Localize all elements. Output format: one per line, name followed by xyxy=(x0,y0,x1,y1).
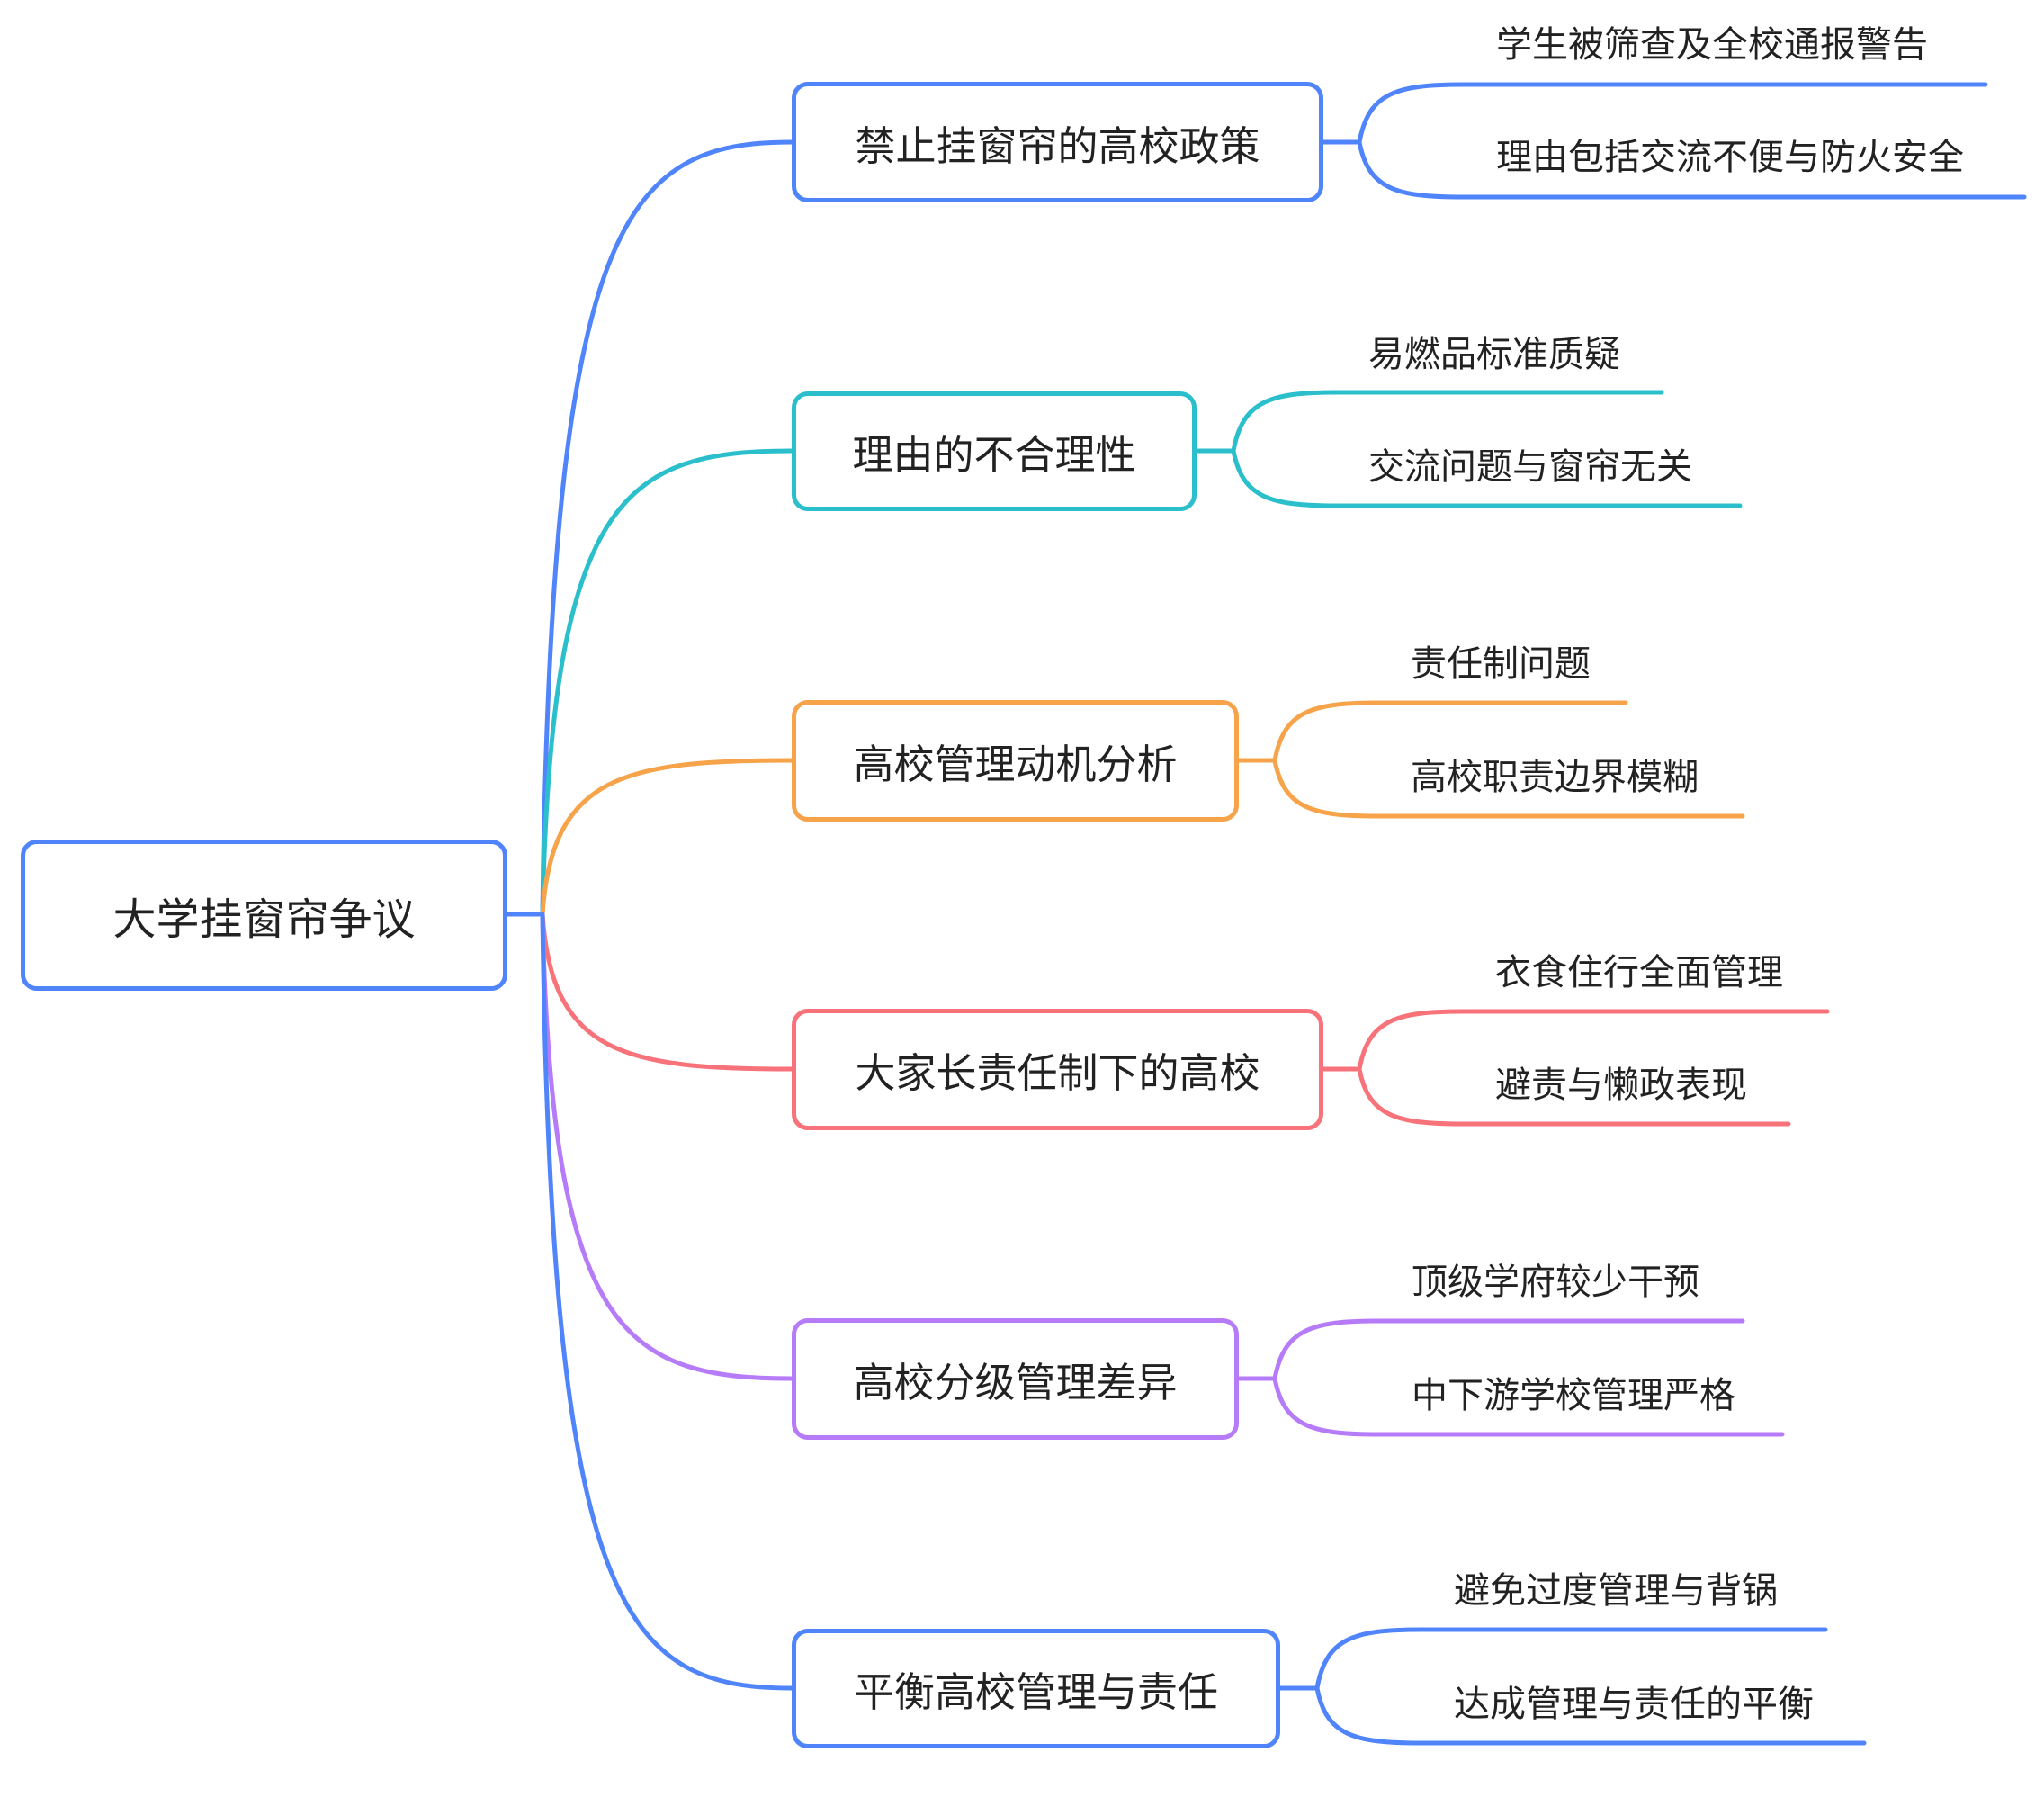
topic-label: 平衡高校管理与责任 xyxy=(853,1668,1218,1716)
leaf-node[interactable]: 易燃品标准质疑 xyxy=(1368,334,1620,375)
topic-node[interactable]: 禁止挂窗帘的高校政策 xyxy=(792,82,1323,202)
leaf-connector xyxy=(1357,139,2027,200)
leaf-node[interactable]: 避免过度管理与背锅 xyxy=(1454,1570,1778,1612)
branch-connector xyxy=(540,912,794,1381)
root-label: 大学挂窗帘争议 xyxy=(112,894,416,945)
topic-label: 禁止挂窗帘的高校政策 xyxy=(855,121,1260,170)
topic-label: 高校管理动机分析 xyxy=(853,741,1178,788)
leaf-node[interactable]: 责任制问题 xyxy=(1411,643,1591,685)
leaf-node[interactable]: 交流问题与窗帘无关 xyxy=(1368,446,1692,488)
topic-node[interactable]: 大家长责任制下的高校 xyxy=(792,1009,1323,1130)
branch-connector xyxy=(540,912,794,1072)
branch-connector xyxy=(540,139,794,917)
branch-connector xyxy=(540,912,794,1691)
leaf-connector xyxy=(1272,700,1628,763)
leaf-node[interactable]: 中下游学校管理严格 xyxy=(1412,1375,1735,1416)
leaf-connector xyxy=(1357,1066,1791,1127)
leaf-connector xyxy=(1314,1685,1867,1746)
topic-node[interactable]: 理由的不合理性 xyxy=(792,391,1197,511)
leaf-node[interactable]: 顶级学府较少干预 xyxy=(1412,1262,1699,1303)
leaf-node[interactable]: 学生被筛查及全校通报警告 xyxy=(1496,24,1928,66)
topic-node[interactable]: 高校分级管理差异 xyxy=(792,1318,1239,1440)
leaf-node[interactable]: 达成管理与责任的平衡 xyxy=(1454,1684,1814,1725)
leaf-node[interactable]: 避责与懒政表现 xyxy=(1495,1065,1747,1106)
leaf-connector xyxy=(1314,1627,1828,1691)
topic-label: 高校分级管理差异 xyxy=(853,1359,1178,1406)
topic-node[interactable]: 高校管理动机分析 xyxy=(792,700,1239,822)
root-node[interactable]: 大学挂窗帘争议 xyxy=(21,840,507,991)
topic-label: 理由的不合理性 xyxy=(852,431,1136,479)
leaf-connector xyxy=(1357,1009,1830,1072)
leaf-node[interactable]: 高校职责边界模糊 xyxy=(1411,757,1699,798)
branch-connector xyxy=(540,448,794,917)
leaf-connector xyxy=(1272,758,1745,819)
leaf-connector xyxy=(1231,390,1664,454)
leaf-connector xyxy=(1272,1376,1785,1437)
topic-node[interactable]: 平衡高校管理与责任 xyxy=(792,1629,1280,1748)
leaf-connector xyxy=(1231,448,1743,508)
leaf-connector xyxy=(1357,82,1988,145)
leaf-node[interactable]: 理由包括交流不便与防火安全 xyxy=(1496,137,1964,178)
leaf-connector xyxy=(1272,1318,1745,1381)
branch-connector xyxy=(540,758,794,917)
leaf-node[interactable]: 衣食住行全面管理 xyxy=(1495,952,1783,993)
topic-label: 大家长责任制下的高校 xyxy=(855,1049,1260,1097)
